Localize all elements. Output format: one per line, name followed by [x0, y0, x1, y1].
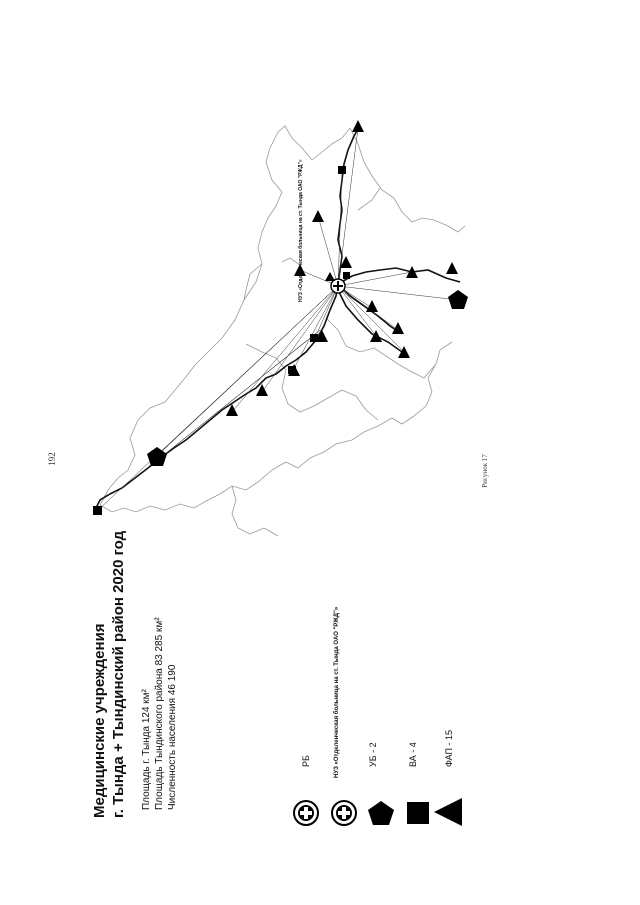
- legend-railway-cross-circle-icon: [331, 800, 357, 826]
- feldsher-station-triangle-icon: [370, 330, 382, 342]
- district-hospital-pentagon-icon: [147, 447, 167, 466]
- feldsher-station-triangle-icon: [226, 404, 238, 416]
- railway-hospital-callout: НУЗ «Отделенческая больница на ст. Тында…: [298, 159, 304, 302]
- legend-label-ub: УБ - 2: [368, 742, 378, 767]
- district-boundary: [99, 125, 466, 537]
- legend-rb-cross-circle-icon: [293, 800, 319, 826]
- feldsher-station-triangle-icon: [312, 210, 324, 222]
- legend-label-va: ВА - 4: [408, 742, 418, 767]
- ambulatory-square-icon: [338, 166, 346, 174]
- feldsher-station-triangle-icon: [294, 264, 306, 276]
- feldsher-station-triangle-icon: [366, 300, 378, 312]
- feldsher-station-triangle-icon: [406, 266, 418, 278]
- city-hospital-cluster: [325, 272, 350, 294]
- ambulatory-square-icon: [310, 334, 318, 342]
- map-markers: [93, 120, 468, 515]
- feldsher-station-triangle-icon: [398, 346, 410, 358]
- figure-caption: Рисунок 17: [481, 454, 489, 488]
- legend-pentagon-icon: [368, 801, 394, 825]
- ambulatory-square-icon: [93, 506, 102, 515]
- legend-label-rb: РБ: [301, 755, 311, 767]
- legend-label-railway-hospital: НУЗ «Отделенческая больница на ст. Тында…: [334, 606, 340, 778]
- legend-square-icon: [407, 802, 429, 824]
- district-hospital-pentagon-icon: [448, 290, 468, 309]
- feldsher-station-triangle-icon: [352, 120, 364, 132]
- feldsher-station-triangle-icon: [340, 256, 352, 268]
- legend-triangle-icon: [434, 798, 462, 826]
- legend-label-fap: ФАП - 15: [444, 729, 454, 767]
- feldsher-station-triangle-icon: [288, 364, 300, 376]
- feldsher-station-triangle-icon: [446, 262, 458, 274]
- feldsher-station-triangle-icon: [256, 384, 268, 396]
- feldsher-station-triangle-icon: [392, 322, 404, 334]
- feldsher-station-triangle-icon: [316, 330, 328, 342]
